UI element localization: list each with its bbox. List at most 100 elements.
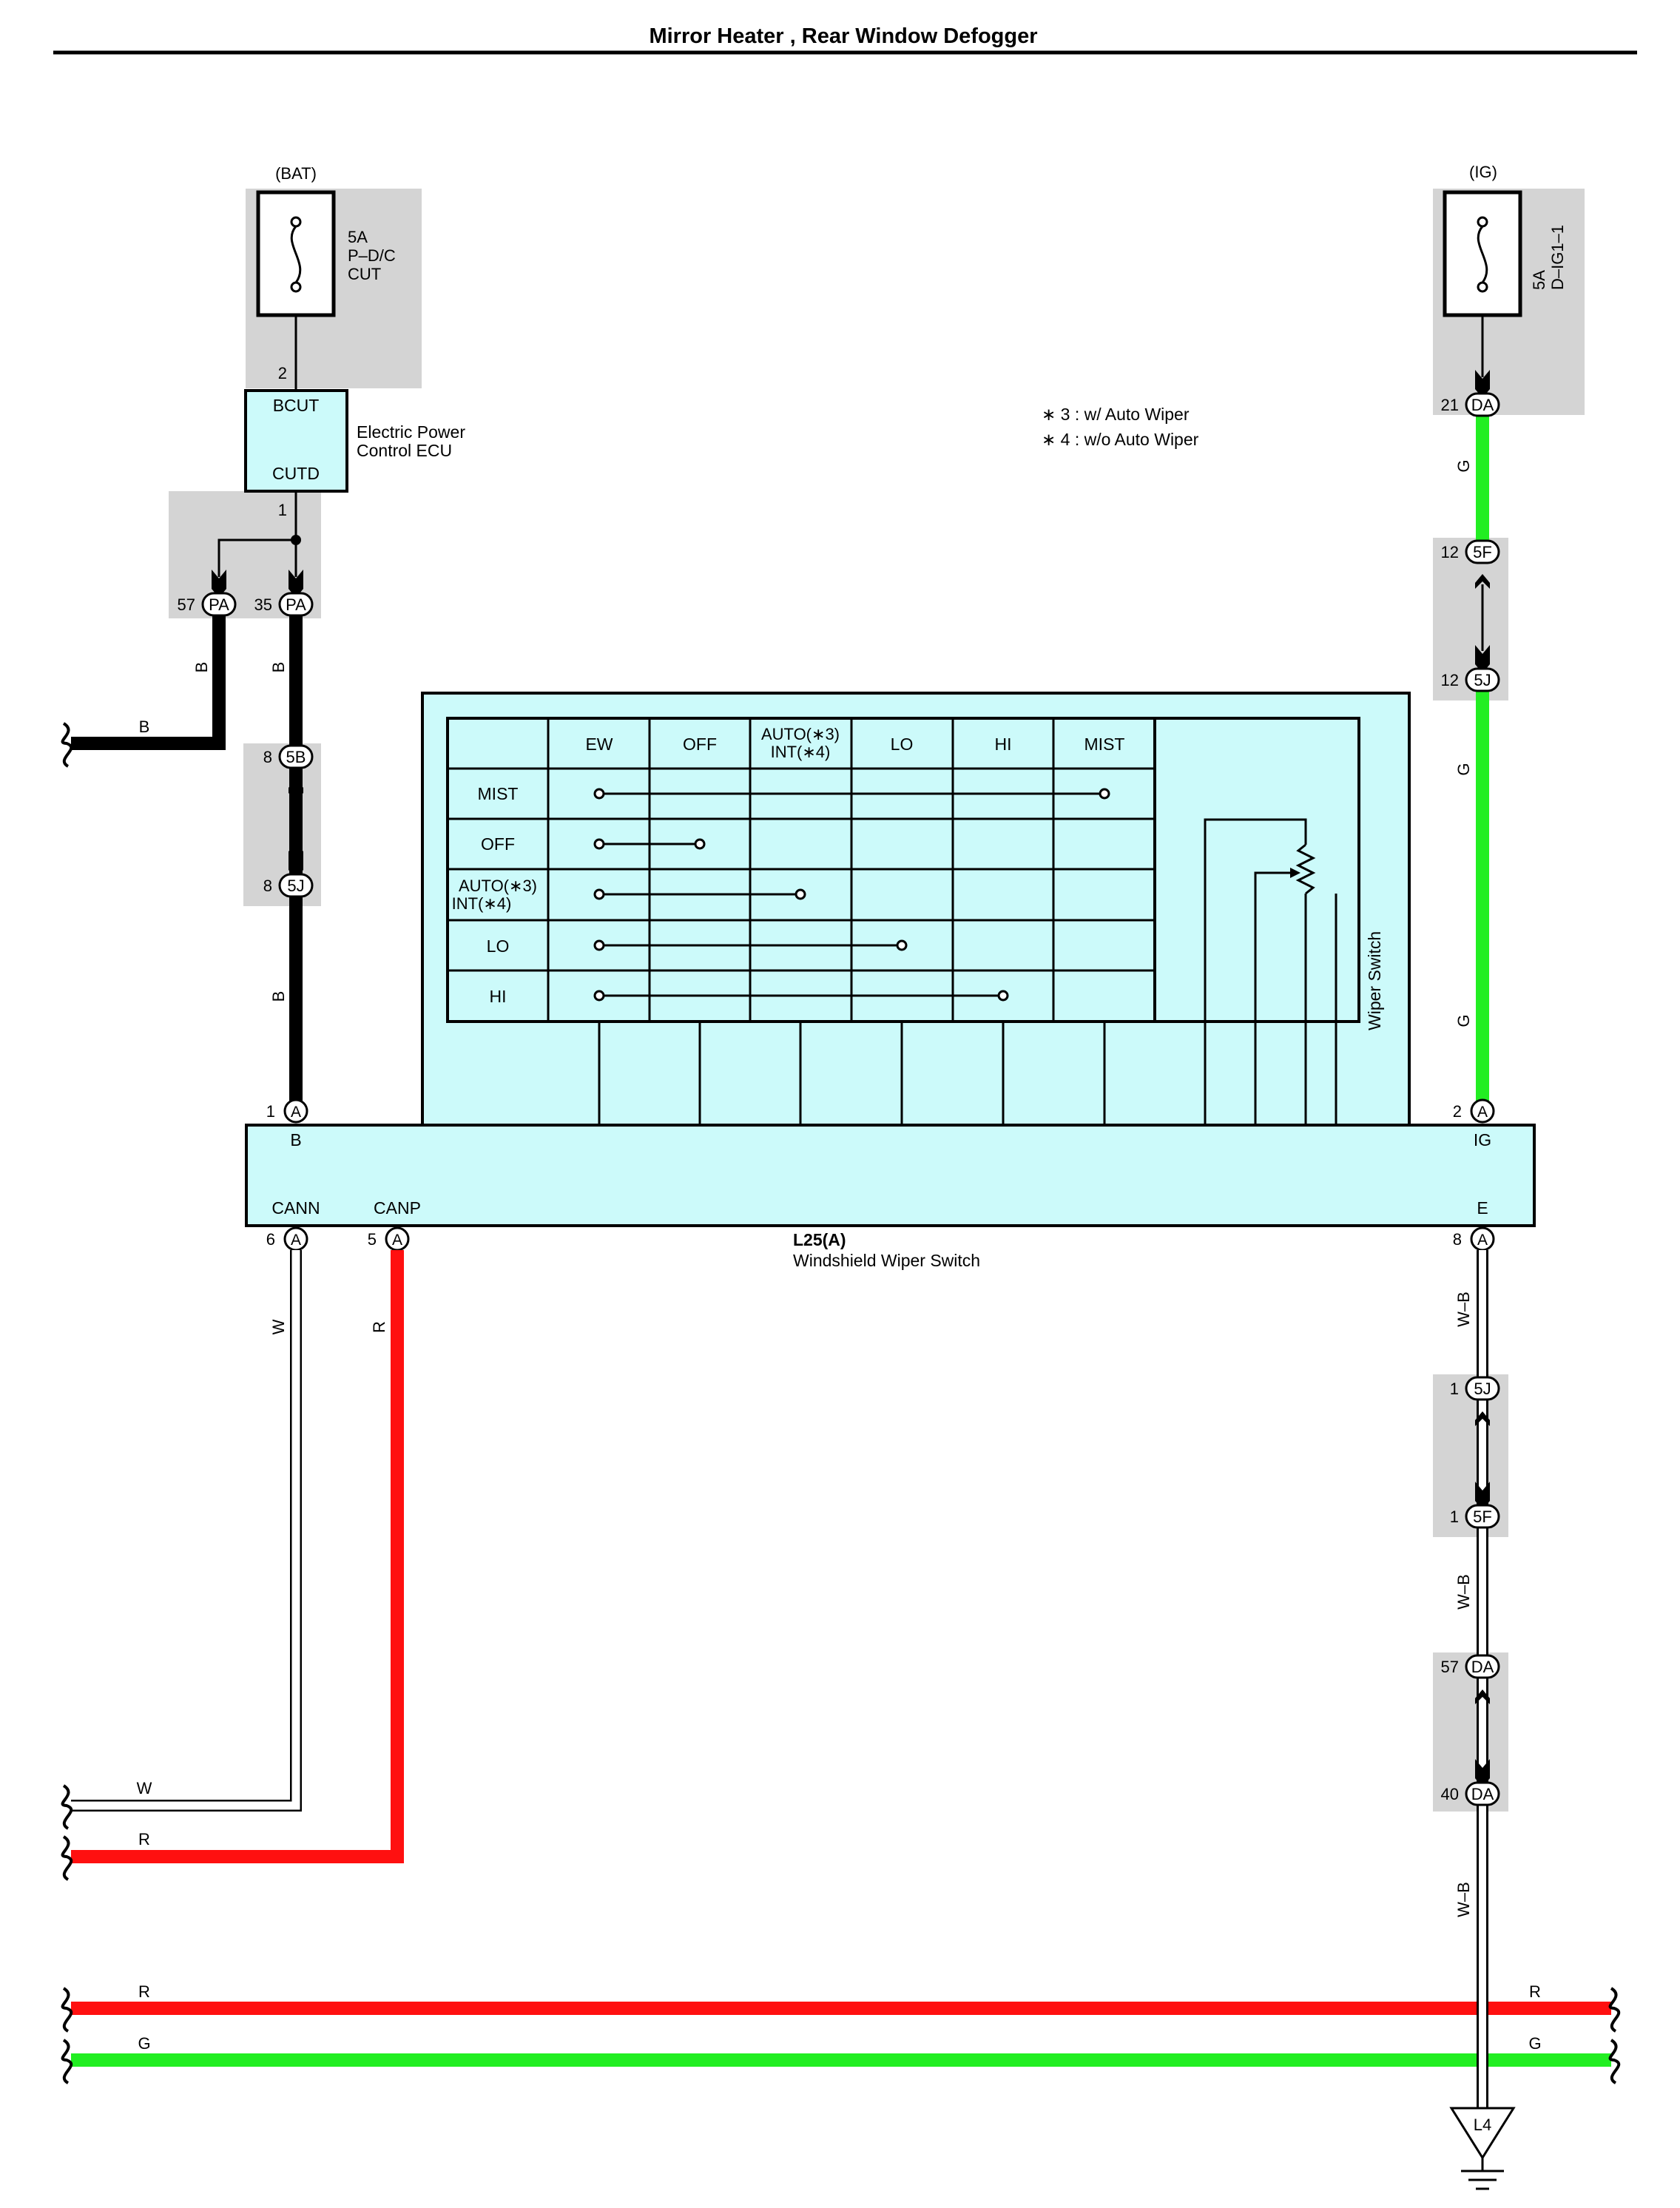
row-int: INT(∗4) xyxy=(452,894,512,913)
note-no-auto-wiper: ∗ 4 : w/o Auto Wiper xyxy=(1042,430,1199,449)
wire-label-branch-b: B xyxy=(139,718,150,736)
note-auto-wiper: ∗ 3 : w/ Auto Wiper xyxy=(1042,405,1190,424)
wire-label-pa35-b: B xyxy=(269,662,288,673)
connector-5b: 5B 8 xyxy=(263,744,314,794)
diagram-title: Mirror Heater , Rear Window Defogger xyxy=(649,24,1037,48)
wiper-switch-inner-label: Wiper Switch xyxy=(1365,931,1384,1030)
pa57-pin: 57 xyxy=(178,595,195,614)
5b-pin: 8 xyxy=(263,748,272,766)
switch-name: Windshield Wiper Switch xyxy=(793,1251,980,1270)
connector-e-da57: DA 57 xyxy=(1441,1654,1500,1704)
ground-l4: L4 xyxy=(1449,2107,1516,2190)
sw-ig-code: A xyxy=(1477,1104,1488,1121)
5j-top-pin: 12 xyxy=(1441,671,1459,689)
5j-left-pin: 8 xyxy=(263,877,272,895)
wire-label-r-vert: R xyxy=(370,1321,388,1333)
ecu-bcut: BCUT xyxy=(273,396,320,415)
switch-pin-e: E xyxy=(1477,1198,1488,1218)
fuse-ig-name: D–IG1–1 xyxy=(1548,225,1567,290)
5j-left-code: 5J xyxy=(287,877,304,895)
row-auto: AUTO(∗3) xyxy=(459,877,537,895)
sw-b-pin: 1 xyxy=(266,1102,275,1121)
header-auto: AUTO(∗3) xyxy=(761,725,840,743)
ecu-splice xyxy=(217,491,297,577)
wire-label-w-vert: W xyxy=(269,1319,288,1334)
pa57-code: PA xyxy=(209,595,229,614)
e5f-code: 5F xyxy=(1473,1508,1492,1526)
wire-b-pa57 xyxy=(71,614,226,750)
wire-label-wb2: W–B xyxy=(1454,1574,1473,1610)
connector-da21: DA 21 xyxy=(1441,370,1500,417)
row-lo: LO xyxy=(487,936,510,956)
fuse-ig-amps: 5A xyxy=(1530,270,1548,290)
sw-e-pin: 8 xyxy=(1453,1230,1462,1249)
5f-top-code: 5F xyxy=(1473,543,1492,561)
ecu-pin-bottom: 1 xyxy=(278,501,287,519)
wire-label-g1: G xyxy=(1454,459,1473,472)
wire-label-r-horiz: R xyxy=(138,1830,150,1849)
wire-w xyxy=(71,1250,302,1812)
switch-code: L25(A) xyxy=(793,1230,846,1249)
connector-5f-top: 5F 12 xyxy=(1441,539,1500,589)
sw-ig-pin: 2 xyxy=(1453,1102,1462,1121)
fuse-ig-source: (IG) xyxy=(1469,163,1497,181)
wire-r-canp xyxy=(71,1250,404,1863)
connector-e-da40: DA 40 xyxy=(1441,1759,1500,1806)
fuse-ig: (IG) 5A D–IG1–1 xyxy=(1443,163,1567,317)
sw-b-code: A xyxy=(291,1104,301,1121)
sw-canp-pin: 5 xyxy=(368,1230,377,1249)
wire-label-w-horiz: W xyxy=(137,1779,152,1797)
fuse-bat: (BAT) 5A P–D/C CUT xyxy=(256,164,396,317)
windshield-wiper-switch: B IG CANN CANP E L25(A) Windshield Wiper… xyxy=(245,1124,1536,1270)
contact-bars xyxy=(593,788,1110,1002)
connector-pa57: PA 57 xyxy=(178,570,237,617)
wire-label-pa57-b: B xyxy=(192,662,211,673)
row-off: OFF xyxy=(481,834,515,854)
da21-pin: 21 xyxy=(1441,396,1459,414)
switch-pin-cann: CANN xyxy=(271,1198,320,1218)
e5f-pin: 1 xyxy=(1450,1508,1459,1526)
header-mist: MIST xyxy=(1084,735,1125,754)
fuse-bat-source: (BAT) xyxy=(275,164,317,183)
ground-code: L4 xyxy=(1474,2116,1491,2134)
header-int: INT(∗4) xyxy=(771,743,831,761)
pa35-pin: 35 xyxy=(254,595,272,614)
connector-pa35: PA 35 xyxy=(254,570,314,617)
sw-cann-pin: 6 xyxy=(266,1230,275,1249)
fuse-bat-name-2: CUT xyxy=(348,265,381,283)
bus-label-g-left: G xyxy=(138,2034,150,2053)
wire-label-wb3: W–B xyxy=(1454,1882,1473,1917)
fuse-bat-amps: 5A xyxy=(348,228,368,246)
ecu-label-2: Control ECU xyxy=(357,441,452,460)
da21-code: DA xyxy=(1471,396,1494,414)
connector-e-5f: 5F 1 xyxy=(1450,1482,1500,1529)
5f-top-pin: 12 xyxy=(1441,543,1459,561)
connector-5j-left: 5J 8 xyxy=(263,851,314,898)
fuse-bat-name-1: P–D/C xyxy=(348,246,396,265)
sw-canp-code: A xyxy=(392,1232,402,1249)
wiper-potentiometer xyxy=(1204,818,1337,1125)
wire-label-g2: G xyxy=(1454,763,1473,775)
header-off: OFF xyxy=(683,735,717,754)
wire-label-wb1: W–B xyxy=(1454,1292,1473,1327)
ecu-pin-top: 2 xyxy=(278,364,287,382)
header-lo: LO xyxy=(891,735,914,754)
connector-e-5j: 5J 1 xyxy=(1450,1376,1500,1426)
switch-pin-canp: CANP xyxy=(374,1198,421,1218)
wire-label-lower-b: B xyxy=(269,991,288,1002)
bus-wires xyxy=(71,2002,1611,2067)
ecu-cutd: CUTD xyxy=(272,464,320,483)
sw-e-code: A xyxy=(1477,1232,1488,1249)
switch-connectors: A 1 A 2 A 6 A 5 A 8 xyxy=(266,1098,1495,1252)
pa35-code: PA xyxy=(286,595,306,614)
header-ew: EW xyxy=(585,735,613,754)
e5j-code: 5J xyxy=(1474,1380,1491,1398)
e-da40-code: DA xyxy=(1471,1785,1494,1803)
bus-label-r-right: R xyxy=(1529,1982,1541,2001)
e5j-pin: 1 xyxy=(1450,1380,1459,1398)
connector-5j-top: 5J 12 xyxy=(1441,645,1500,692)
row-mist: MIST xyxy=(478,784,519,803)
switch-pin-b: B xyxy=(290,1130,301,1149)
ecu-label-1: Electric Power xyxy=(357,422,465,442)
